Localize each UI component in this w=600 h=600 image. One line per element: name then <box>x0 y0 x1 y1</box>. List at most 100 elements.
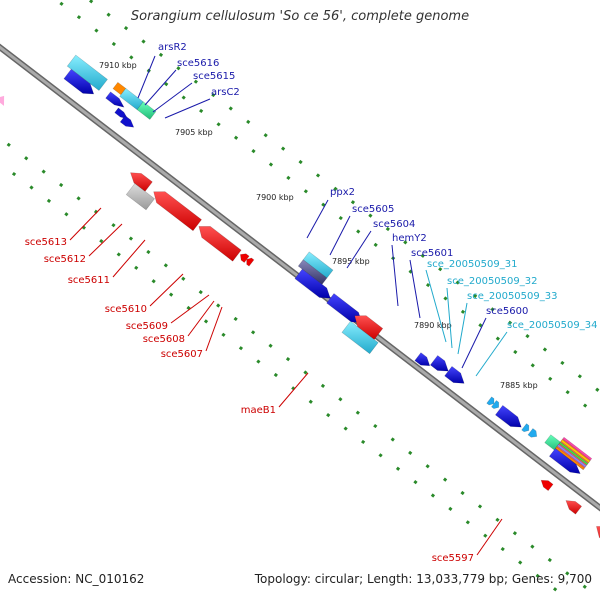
tick-mark <box>512 531 518 536</box>
tick-mark <box>333 186 338 191</box>
tick-mark <box>151 279 156 284</box>
rna-feature-stripe <box>558 441 589 466</box>
tick-mark <box>181 276 186 281</box>
tick-mark <box>111 41 116 47</box>
tick-mark <box>595 387 600 392</box>
reverse-gene-label: sce5597 <box>432 553 474 564</box>
reverse-gene-arrow <box>540 479 554 492</box>
tick-mark <box>490 307 495 312</box>
tick-mark <box>425 464 430 469</box>
map-title: Sorangium cellulosum 'So ce 56', complet… <box>130 9 470 24</box>
tick-mark <box>495 336 500 341</box>
reverse-gene-label: sce5610 <box>105 304 147 315</box>
tick-mark <box>128 236 134 241</box>
tick-mark <box>216 303 221 308</box>
tick-mark <box>368 213 373 218</box>
forward-gene-label: sce5600 <box>486 306 528 317</box>
tick-mark <box>530 363 535 368</box>
reverse-gene-arrow <box>198 226 242 262</box>
tick-mark <box>460 490 465 496</box>
forward-gene-label: arsC2 <box>211 87 240 98</box>
tick-mark <box>530 544 535 549</box>
tick-mark <box>228 106 233 111</box>
tick-mark <box>164 82 169 87</box>
tick-mark <box>158 52 164 57</box>
tick-mark <box>477 504 483 509</box>
tick-mark <box>141 39 146 44</box>
tick-mark <box>59 1 64 6</box>
reverse-gene-label-leader <box>476 518 503 556</box>
tick-mark <box>41 169 46 174</box>
tick-mark <box>356 229 361 234</box>
tick-mark <box>343 426 348 431</box>
tick-mark <box>181 95 186 100</box>
scale-label: 7905 kbp <box>175 128 213 137</box>
forward-gene-arrow <box>294 268 331 299</box>
feature-box <box>341 320 379 355</box>
rna-label-leader <box>425 269 447 343</box>
tick-mark <box>500 546 505 552</box>
tick-mark <box>465 520 470 525</box>
tick-mark <box>583 403 588 408</box>
tick-mark <box>76 15 82 20</box>
reverse-gene-label: maeB1 <box>241 405 276 416</box>
tick-mark <box>134 265 139 270</box>
forward-gene-arrow <box>494 404 522 428</box>
tick-mark <box>321 202 326 207</box>
rna-label: sce_20050509_32 <box>447 276 537 287</box>
tick-mark <box>408 450 413 455</box>
forward-gene-arrow <box>486 396 495 406</box>
tick-mark <box>525 334 530 339</box>
tick-mark <box>199 108 204 114</box>
rna-label-leader <box>446 287 453 349</box>
tick-mark <box>193 79 198 84</box>
tick-mark <box>385 226 390 232</box>
rna-label-leader <box>475 331 508 377</box>
tick-mark <box>106 12 111 17</box>
forward-gene-label: sce5605 <box>352 204 394 215</box>
tick-mark <box>542 347 548 352</box>
scale-label: 7900 kbp <box>256 193 294 202</box>
rna-feature-stripe <box>556 443 587 468</box>
tick-mark <box>268 343 273 348</box>
tick-mark <box>233 135 239 140</box>
tick-mark <box>273 372 278 378</box>
forward-gene-arrow <box>414 352 431 367</box>
forward-gene-arrow <box>119 115 135 128</box>
forward-gene-label: sce5616 <box>177 58 219 69</box>
tick-mark <box>256 359 261 364</box>
tick-mark <box>99 238 104 244</box>
reverse-gene-arrow <box>153 191 202 232</box>
rna-feature-stripe <box>555 446 585 471</box>
tick-mark <box>203 319 209 324</box>
reverse-gene-arrow <box>354 315 384 340</box>
feature-box <box>136 101 157 120</box>
tick-mark <box>24 156 29 161</box>
reverse-gene-label-leader <box>278 372 309 408</box>
tick-mark <box>246 119 251 124</box>
tick-mark <box>577 374 582 379</box>
tick-mark <box>163 263 168 268</box>
tick-mark <box>89 0 94 4</box>
forward-gene-arrow <box>444 365 465 384</box>
tick-mark <box>361 439 366 445</box>
tick-mark <box>425 282 431 288</box>
tick-mark <box>303 370 308 375</box>
tick-mark <box>233 316 238 322</box>
feature-box <box>66 54 108 91</box>
feature-box <box>125 183 155 211</box>
tick-mark <box>413 480 418 485</box>
tick-mark <box>6 142 11 147</box>
reverse-gene-label: sce5613 <box>25 237 67 248</box>
tick-mark <box>430 493 436 498</box>
tick-mark <box>111 223 116 228</box>
tick-mark <box>495 517 500 522</box>
tick-mark <box>238 346 244 351</box>
tick-mark <box>221 332 226 337</box>
scale-label: 7890 kbp <box>414 321 452 330</box>
forward-gene-label: hemY2 <box>392 233 427 244</box>
accession-label: Accession: NC_010162 <box>8 572 145 586</box>
tick-mark <box>373 242 378 247</box>
reverse-gene-label-leader <box>170 294 210 324</box>
